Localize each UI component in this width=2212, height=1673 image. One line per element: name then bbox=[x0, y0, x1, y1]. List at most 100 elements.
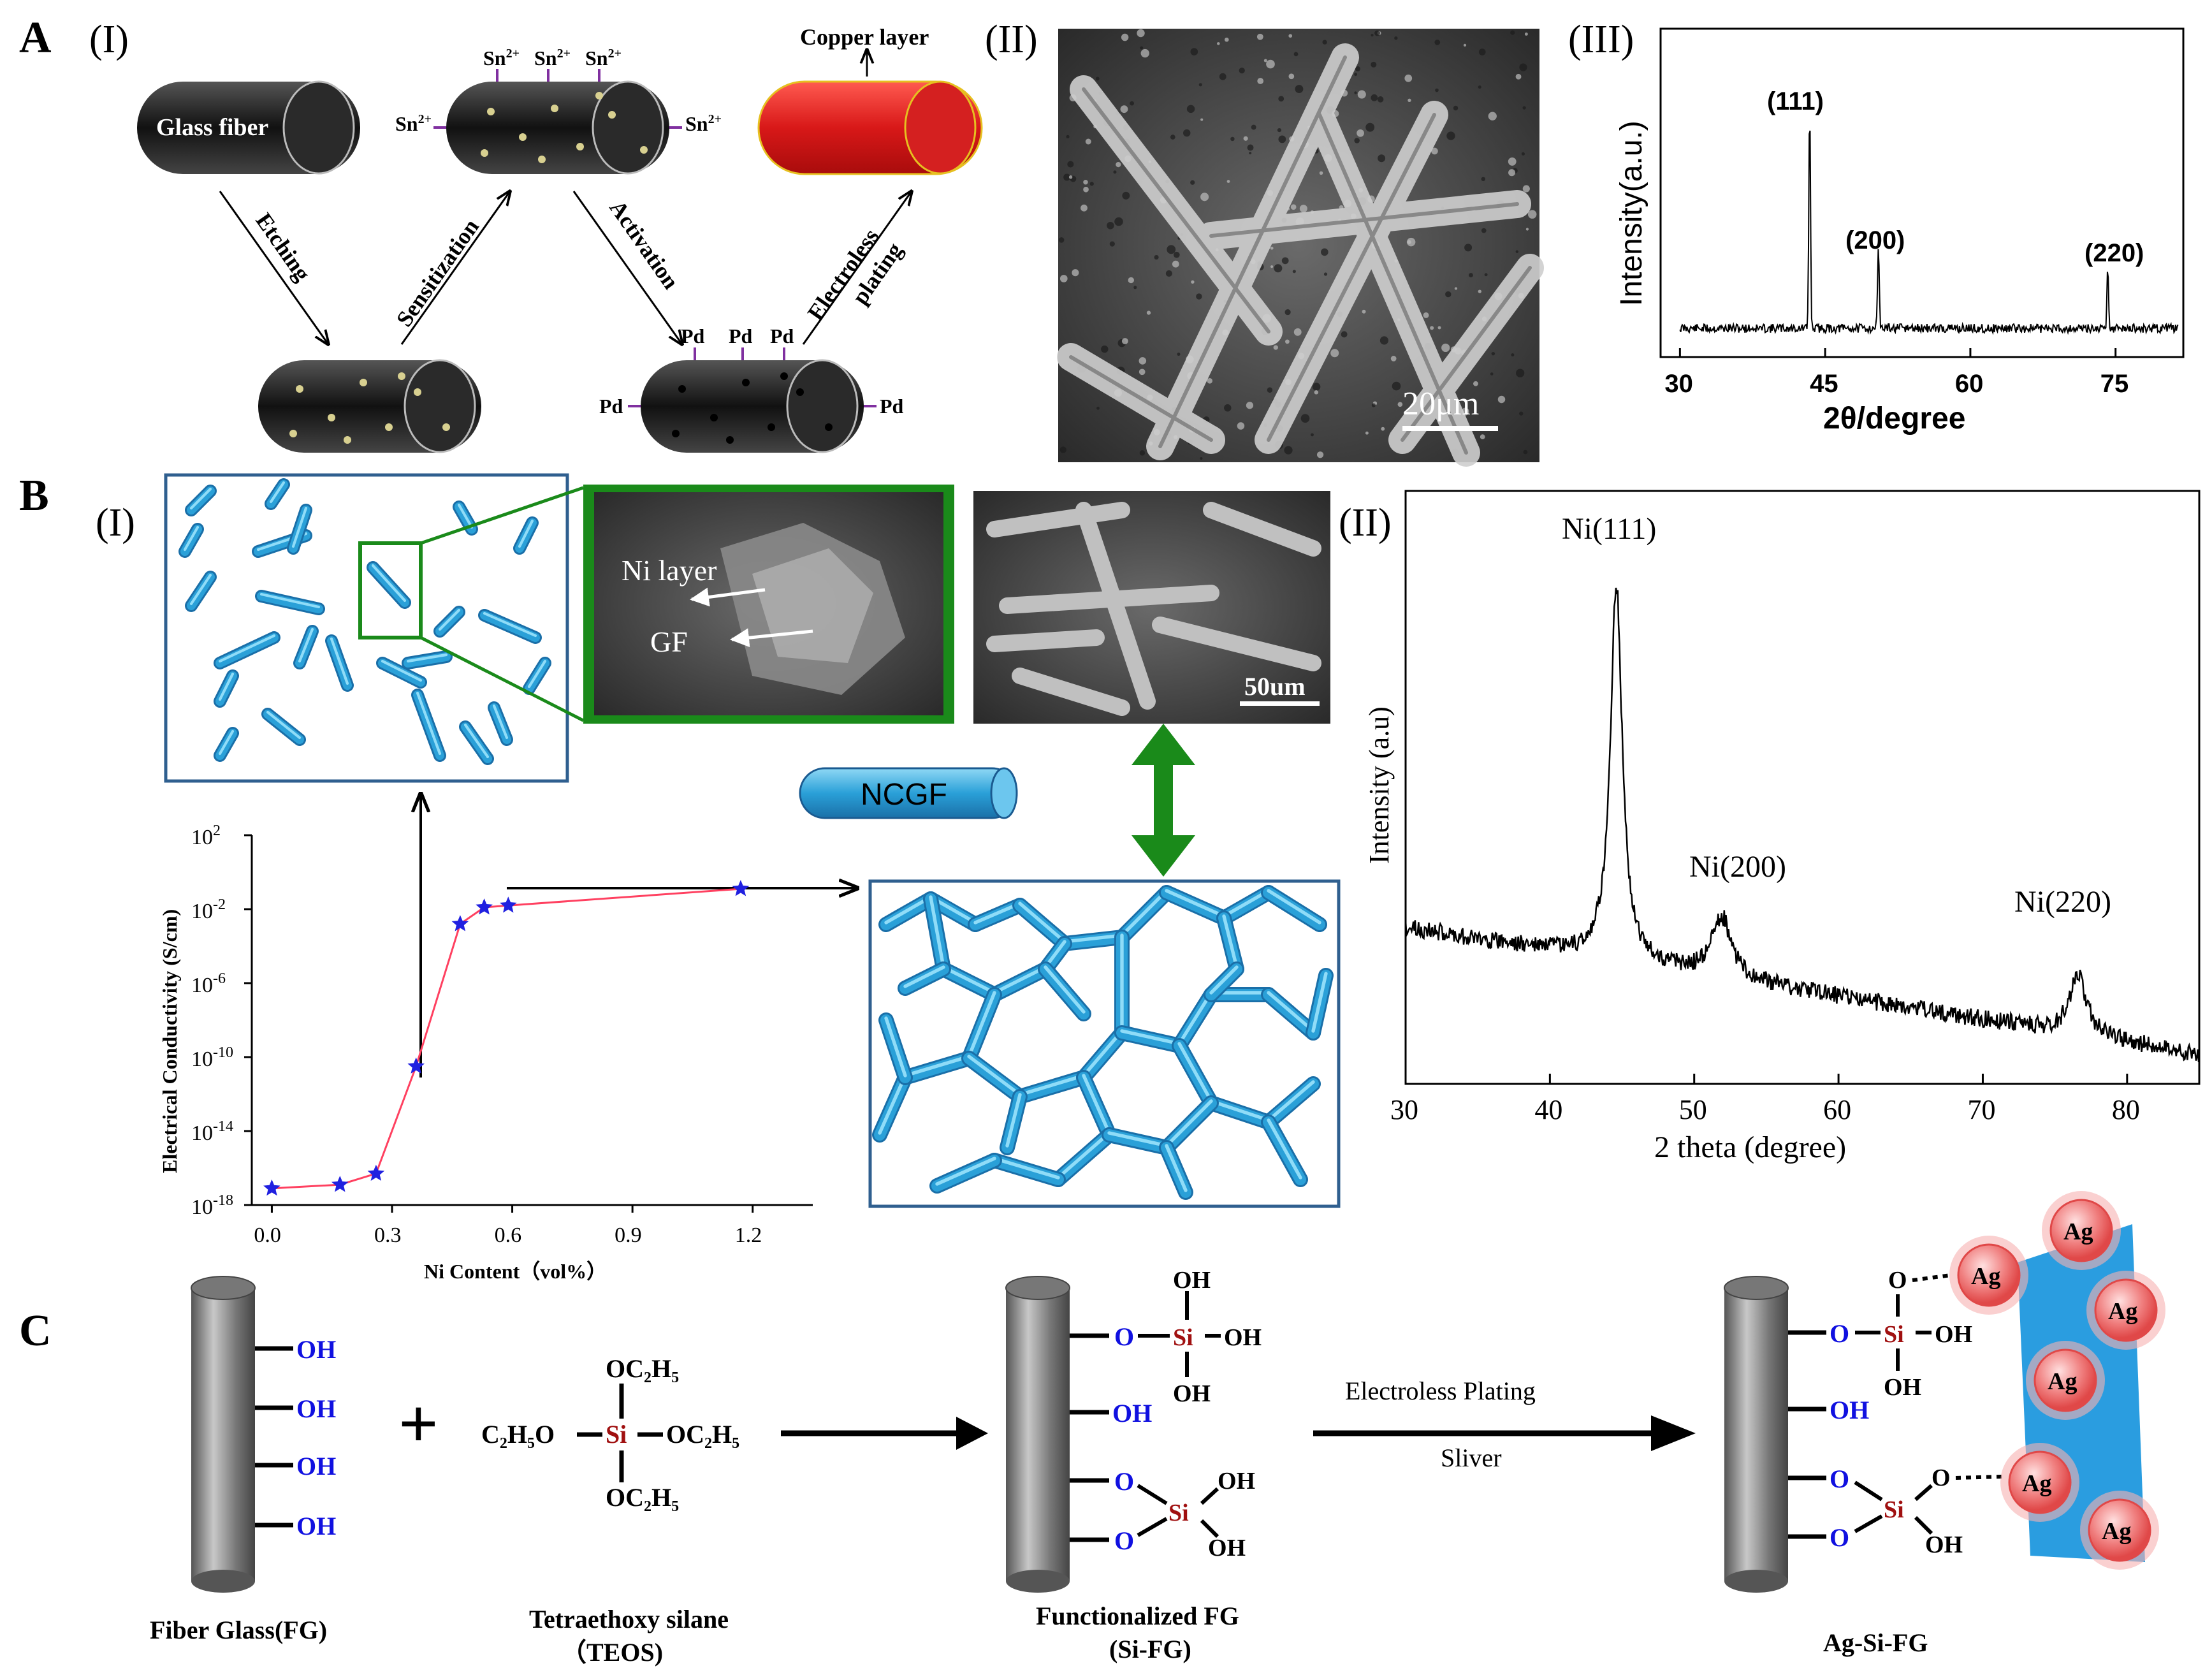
sem-a-particle bbox=[1519, 411, 1524, 416]
network-rod-shine bbox=[967, 991, 996, 1058]
xrd-a-pattern bbox=[1679, 130, 2179, 335]
sn-label-1: Sn2+ bbox=[483, 47, 520, 69]
cond-y-tick-label: 10-2 bbox=[191, 896, 226, 923]
network-rod-shine bbox=[1209, 965, 1239, 995]
network-rod-core bbox=[1103, 1129, 1172, 1153]
fg1-oh-groups: OH OH OH OH bbox=[255, 1335, 336, 1540]
sem-a-particle bbox=[1511, 353, 1515, 357]
sifg-oh-right: OH bbox=[1224, 1324, 1262, 1351]
sem-a-particle bbox=[1237, 422, 1245, 430]
sem-a-particle bbox=[1284, 309, 1291, 316]
sifg-oh-2b: OH bbox=[1208, 1535, 1246, 1561]
network-rod-core bbox=[1116, 1027, 1185, 1051]
sem-image-b: 50um bbox=[973, 491, 1330, 724]
cond-point bbox=[263, 1179, 280, 1196]
network-rod-shine bbox=[1082, 1074, 1111, 1135]
xrd-a-ylabel: Intensity(a.u.) bbox=[1615, 121, 1648, 306]
sem-a-particle bbox=[1089, 182, 1094, 186]
sem-a-particle bbox=[1508, 169, 1516, 177]
sifg-si-2: Si bbox=[1168, 1500, 1189, 1526]
reaction-arrow-2-head bbox=[1651, 1415, 1696, 1451]
xrd-b-tick-label: 50 bbox=[1679, 1094, 1707, 1125]
sem-a-particle bbox=[1116, 161, 1121, 168]
dispersed-rod-shine bbox=[457, 503, 474, 529]
xrd-b-pattern bbox=[1404, 587, 2200, 1062]
network-rod-shine bbox=[1082, 1029, 1124, 1078]
sem-a-particle bbox=[1120, 105, 1128, 113]
cond-y-tick-label: 102 bbox=[191, 822, 221, 849]
sn-label-3: Sn2+ bbox=[585, 47, 622, 69]
dispersed-rod-core bbox=[378, 659, 425, 687]
sem-a-particle bbox=[1207, 378, 1213, 384]
sem-a-particle bbox=[1139, 357, 1147, 365]
sem-a-particle bbox=[1225, 37, 1229, 42]
sem-a-particle bbox=[1371, 403, 1376, 407]
sem-a-particle bbox=[1357, 129, 1364, 137]
network-rod-core bbox=[989, 1155, 1064, 1185]
sem-a-particle bbox=[1392, 381, 1401, 391]
sem-a-particle bbox=[1154, 254, 1159, 260]
network-rod-shine bbox=[903, 1055, 971, 1078]
cond-y-tick-label: 10-18 bbox=[191, 1192, 233, 1219]
dispersed-rod-shine bbox=[298, 627, 314, 663]
agsifg-oh-right: OH bbox=[1935, 1321, 1972, 1348]
network-rod-shine bbox=[1177, 991, 1213, 1046]
xrd-b-peak-220: Ni(220) bbox=[2014, 885, 2111, 919]
pd-label-3: Pd bbox=[770, 325, 794, 347]
sem-a-particle bbox=[1357, 90, 1366, 99]
dispersed-rod-shine bbox=[483, 611, 537, 638]
network-rod-core bbox=[1161, 887, 1230, 924]
etching-label: Etching bbox=[251, 208, 316, 286]
sem-a-particle bbox=[1371, 34, 1374, 37]
dispersed-rod-shine bbox=[371, 564, 407, 603]
network-rod-shine bbox=[1107, 1131, 1168, 1148]
sem-a-particle bbox=[1173, 251, 1180, 258]
arrow-label-sliver: Sliver bbox=[1441, 1443, 1502, 1472]
network-rod-shine bbox=[942, 965, 996, 995]
sem-a-particle bbox=[1468, 273, 1473, 278]
network-rod-core bbox=[1059, 931, 1128, 949]
network-rod-shine bbox=[1267, 889, 1321, 924]
sem-a-particle bbox=[1525, 228, 1529, 231]
ag-particle bbox=[1957, 1243, 2021, 1307]
sem-a-particle bbox=[1295, 85, 1304, 94]
xrd-a-frame bbox=[1659, 27, 2185, 358]
network-rod-shine bbox=[993, 965, 1047, 995]
sem-a-particle bbox=[1107, 222, 1114, 230]
pd-label-1: Pd bbox=[681, 325, 705, 347]
dispersed-rod-shine bbox=[269, 481, 286, 504]
sem-a-particle bbox=[1219, 73, 1226, 80]
gf-label: GF bbox=[650, 625, 688, 658]
sem-a-particle bbox=[1186, 105, 1195, 113]
sub-label-a2: (II) bbox=[985, 18, 1038, 61]
sem-a-particle bbox=[1441, 343, 1450, 353]
sem-a-particle bbox=[1281, 257, 1289, 265]
cond-y-tick-label: 10-10 bbox=[191, 1044, 233, 1071]
sem-a-particle bbox=[1243, 136, 1248, 141]
fg1-oh-2: OH bbox=[296, 1394, 336, 1423]
reaction-arrow-1-head bbox=[956, 1417, 988, 1450]
sem-a-particle bbox=[1312, 383, 1321, 391]
panel-label-a: A bbox=[19, 13, 52, 62]
sn-fiber-cylinder: Sn2+ Sn2+ Sn2+ Sn2+ Sn2+ bbox=[395, 47, 722, 175]
sem-a-particle bbox=[1354, 138, 1360, 143]
sem-a-particle bbox=[1478, 289, 1481, 293]
sem-a-particle bbox=[1246, 402, 1254, 409]
caption-fg: Fiber Glass(FG) bbox=[150, 1616, 327, 1644]
sem-a-particle bbox=[1292, 270, 1296, 274]
caption-sifg-2: (Si-FG) bbox=[1109, 1635, 1191, 1663]
sem-a-particle bbox=[1515, 250, 1519, 253]
agsifg-o-1: O bbox=[1830, 1319, 1849, 1348]
dispersed-rod-shine bbox=[527, 659, 547, 689]
ag-particle bbox=[2049, 1199, 2113, 1262]
sem-a-particle bbox=[1277, 128, 1282, 133]
dispersed-rod-core bbox=[215, 633, 279, 668]
sifg-o-1: O bbox=[1114, 1322, 1134, 1351]
ag-particle-label: Ag bbox=[2102, 1518, 2131, 1545]
dispersed-rod-shine bbox=[381, 659, 423, 682]
panel-label-b: B bbox=[19, 471, 49, 520]
scheme-b-composite: Ni layer GF 50um NCGF bbox=[164, 473, 1341, 1208]
network-rod-shine bbox=[1209, 1099, 1270, 1122]
sem-a-particle bbox=[1319, 171, 1323, 175]
